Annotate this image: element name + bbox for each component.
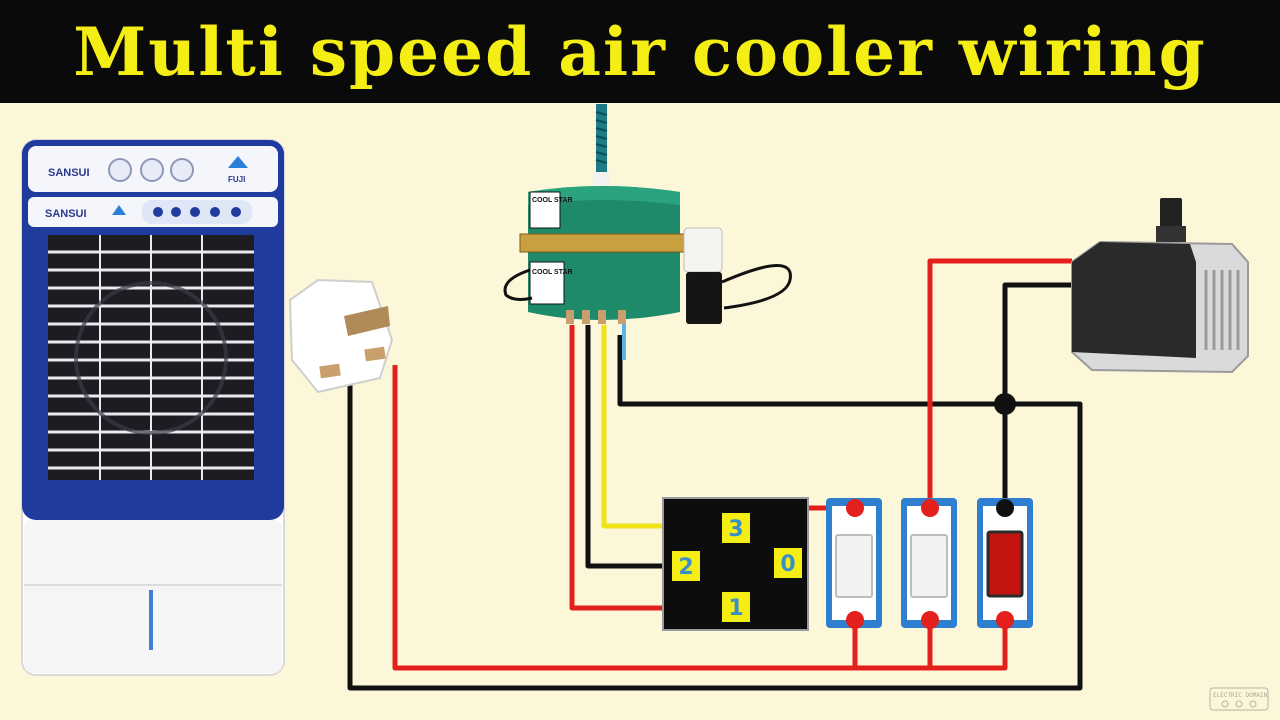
terminal-0: 0 <box>774 548 802 578</box>
watermark: ELECTRIC DOMAIN <box>1209 687 1269 711</box>
motor-label-top: COOL STAR <box>532 197 573 204</box>
air-cooler: SANSUI FUJI SANSUI <box>21 139 285 676</box>
cooler-button[interactable] <box>190 207 200 217</box>
cooler-knob[interactable] <box>108 158 132 182</box>
power-plug[interactable] <box>288 278 394 394</box>
terminal-3: 3 <box>722 513 750 543</box>
svg-text:0: 0 <box>780 552 795 577</box>
speed-2-wire <box>585 325 672 569</box>
fan-motor: COOL STAR COOL STAR <box>503 104 792 324</box>
motor-clamp <box>519 233 693 253</box>
cooler-model: FUJI <box>228 175 245 184</box>
title-bar: Multi speed air cooler wiring <box>0 0 1280 103</box>
terminal-dots <box>846 499 1014 629</box>
cooler-button[interactable] <box>153 207 163 217</box>
cooler-button[interactable] <box>210 207 220 217</box>
motor-label-bottom: COOL STAR <box>532 269 573 276</box>
capacitor <box>683 227 723 273</box>
svg-text:2: 2 <box>678 555 693 580</box>
neutral-wire-main <box>347 375 1083 691</box>
terminal-2: 2 <box>672 551 700 581</box>
switch-pump[interactable] <box>901 498 957 628</box>
cooler-brand-panel: SANSUI <box>45 208 87 220</box>
neutral-junction <box>994 393 1016 415</box>
svg-text:1: 1 <box>728 596 743 621</box>
terminal-1: 1 <box>722 592 750 622</box>
cooler-knob[interactable] <box>170 158 194 182</box>
svg-text:ELECTRIC DOMAIN: ELECTRIC DOMAIN <box>1213 692 1268 699</box>
cooler-brand-top: SANSUI <box>48 167 90 179</box>
cooler-logo-icon <box>228 156 248 168</box>
motor-common-wire <box>617 335 1005 407</box>
indicator-lamp <box>977 498 1033 628</box>
pump-neutral-wire <box>1002 282 1090 404</box>
water-pump <box>1071 198 1249 374</box>
cooler-button[interactable] <box>171 207 181 217</box>
speed-selector-switch[interactable]: 3 2 1 0 <box>662 497 809 631</box>
svg-text:3: 3 <box>728 517 743 542</box>
cooler-button[interactable] <box>231 207 241 217</box>
live-wire-main <box>392 365 1008 671</box>
page-title: Multi speed air cooler wiring <box>73 12 1207 91</box>
pump-live-wire <box>927 258 1072 508</box>
cooler-knob[interactable] <box>140 158 164 182</box>
switch-fan[interactable] <box>826 498 882 628</box>
